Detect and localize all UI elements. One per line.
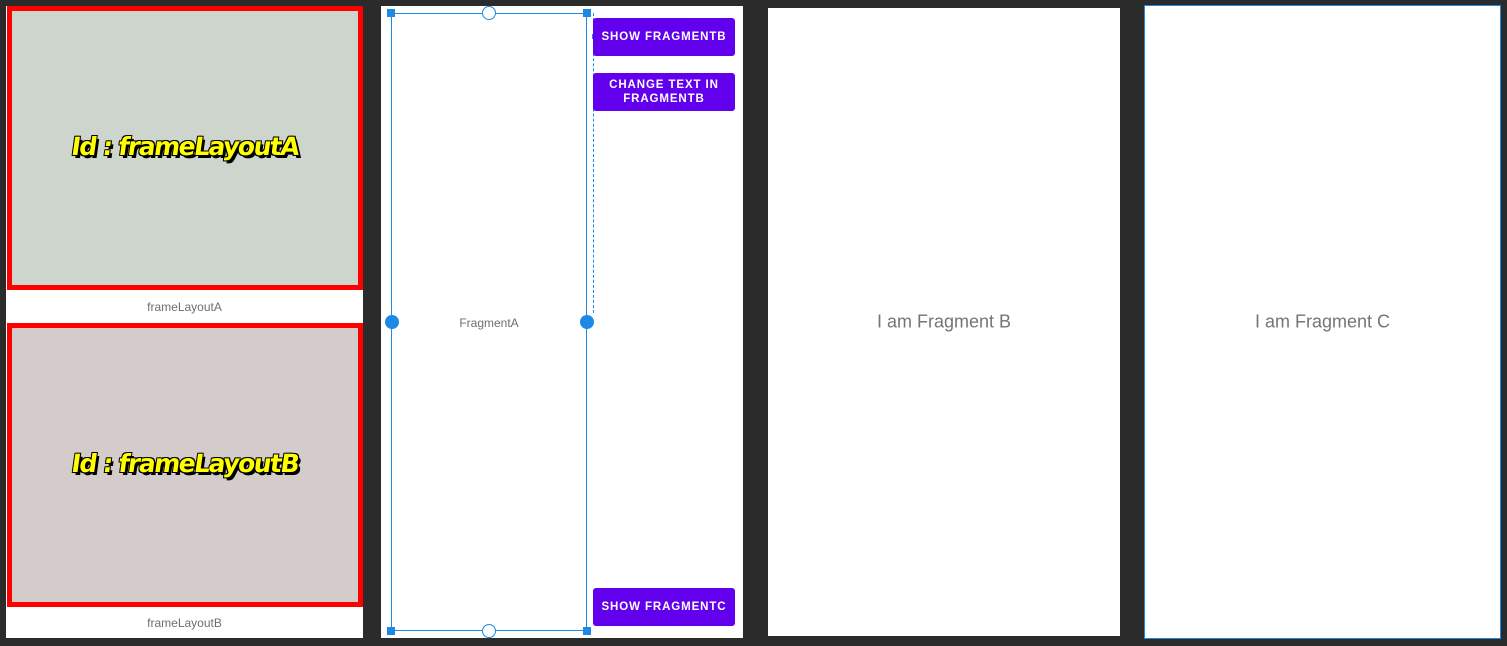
- constraint-anchor-right[interactable]: [580, 315, 594, 329]
- layout-preview-fragment-a: FragmentA SHOW FRAGMENTB CHANGE TEXT IN …: [381, 6, 743, 638]
- frame-layout-a-id-label: Id : frameLayoutA: [69, 132, 301, 162]
- constraint-anchor-bottom[interactable]: [482, 624, 496, 638]
- constraint-anchor-left[interactable]: [385, 315, 399, 329]
- layout-preview-fragment-c[interactable]: I am Fragment C: [1144, 5, 1501, 639]
- frame-layout-b[interactable]: Id : frameLayoutB: [7, 323, 363, 607]
- layout-preview-fragment-b: I am Fragment B: [768, 8, 1120, 636]
- frame-layout-a[interactable]: Id : frameLayoutA: [7, 6, 363, 290]
- show-fragment-c-button[interactable]: SHOW FRAGMENTC: [593, 588, 735, 626]
- constraint-guide-dashed: [587, 13, 594, 313]
- resize-handle-bottom-right[interactable]: [583, 627, 591, 635]
- layout-preview-frames: Id : frameLayoutA frameLayoutA Id : fram…: [6, 6, 363, 638]
- frame-layout-b-caption: frameLayoutB: [147, 616, 222, 630]
- resize-handle-top-right[interactable]: [583, 9, 591, 17]
- fragment-a-selection[interactable]: FragmentA: [391, 13, 587, 631]
- fragment-a-label: FragmentA: [459, 316, 519, 330]
- frame-layout-a-caption: frameLayoutA: [147, 300, 222, 314]
- fragment-b-text: I am Fragment B: [876, 311, 1012, 332]
- frame-layout-b-id-label: Id : frameLayoutB: [69, 449, 301, 479]
- constraint-anchor-top[interactable]: [482, 6, 496, 20]
- resize-handle-bottom-left[interactable]: [387, 627, 395, 635]
- change-text-button[interactable]: CHANGE TEXT IN FRAGMENTB: [593, 73, 735, 111]
- show-fragment-b-button[interactable]: SHOW FRAGMENTB: [593, 18, 735, 56]
- fragment-c-text: I am Fragment C: [1254, 311, 1391, 332]
- resize-handle-top-left[interactable]: [387, 9, 395, 17]
